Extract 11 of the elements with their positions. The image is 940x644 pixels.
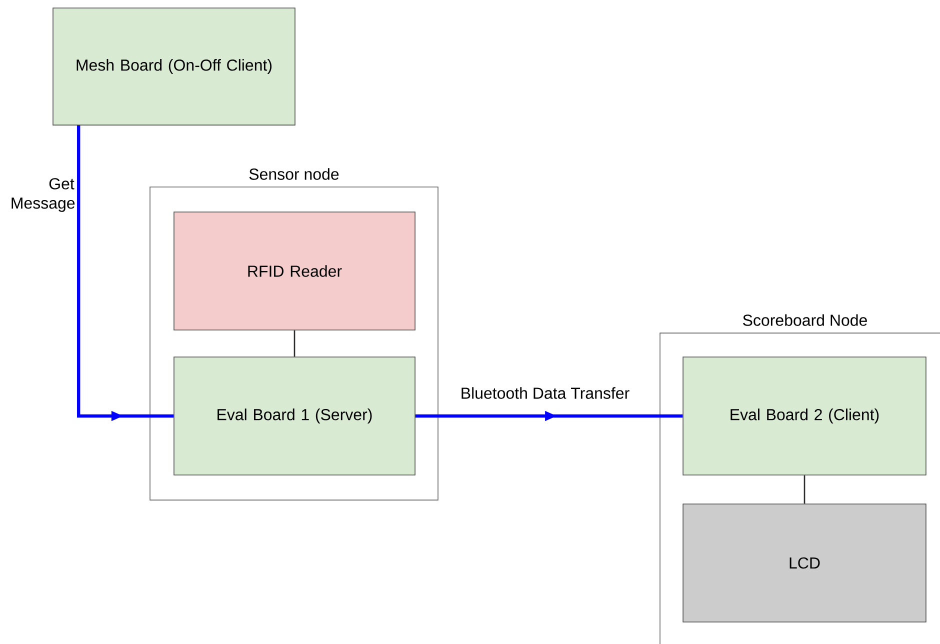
edge-label: Get Message <box>12 178 75 212</box>
group-heading: Scoreboard Node <box>743 314 867 326</box>
connector-line <box>294 330 296 357</box>
edge-label: Bluetooth Data Transfer <box>462 387 630 399</box>
component-box: Eval Board 1 (Server) <box>174 356 416 476</box>
connector-line <box>804 475 806 504</box>
component-box: LCD <box>682 504 926 622</box>
group-heading: Sensor node <box>249 168 339 180</box>
component-box: Eval Board 2 (Client) <box>682 356 926 476</box>
component-box: Mesh Board (On-Off Client) <box>52 8 296 126</box>
component-box: RFID Reader <box>174 212 416 330</box>
